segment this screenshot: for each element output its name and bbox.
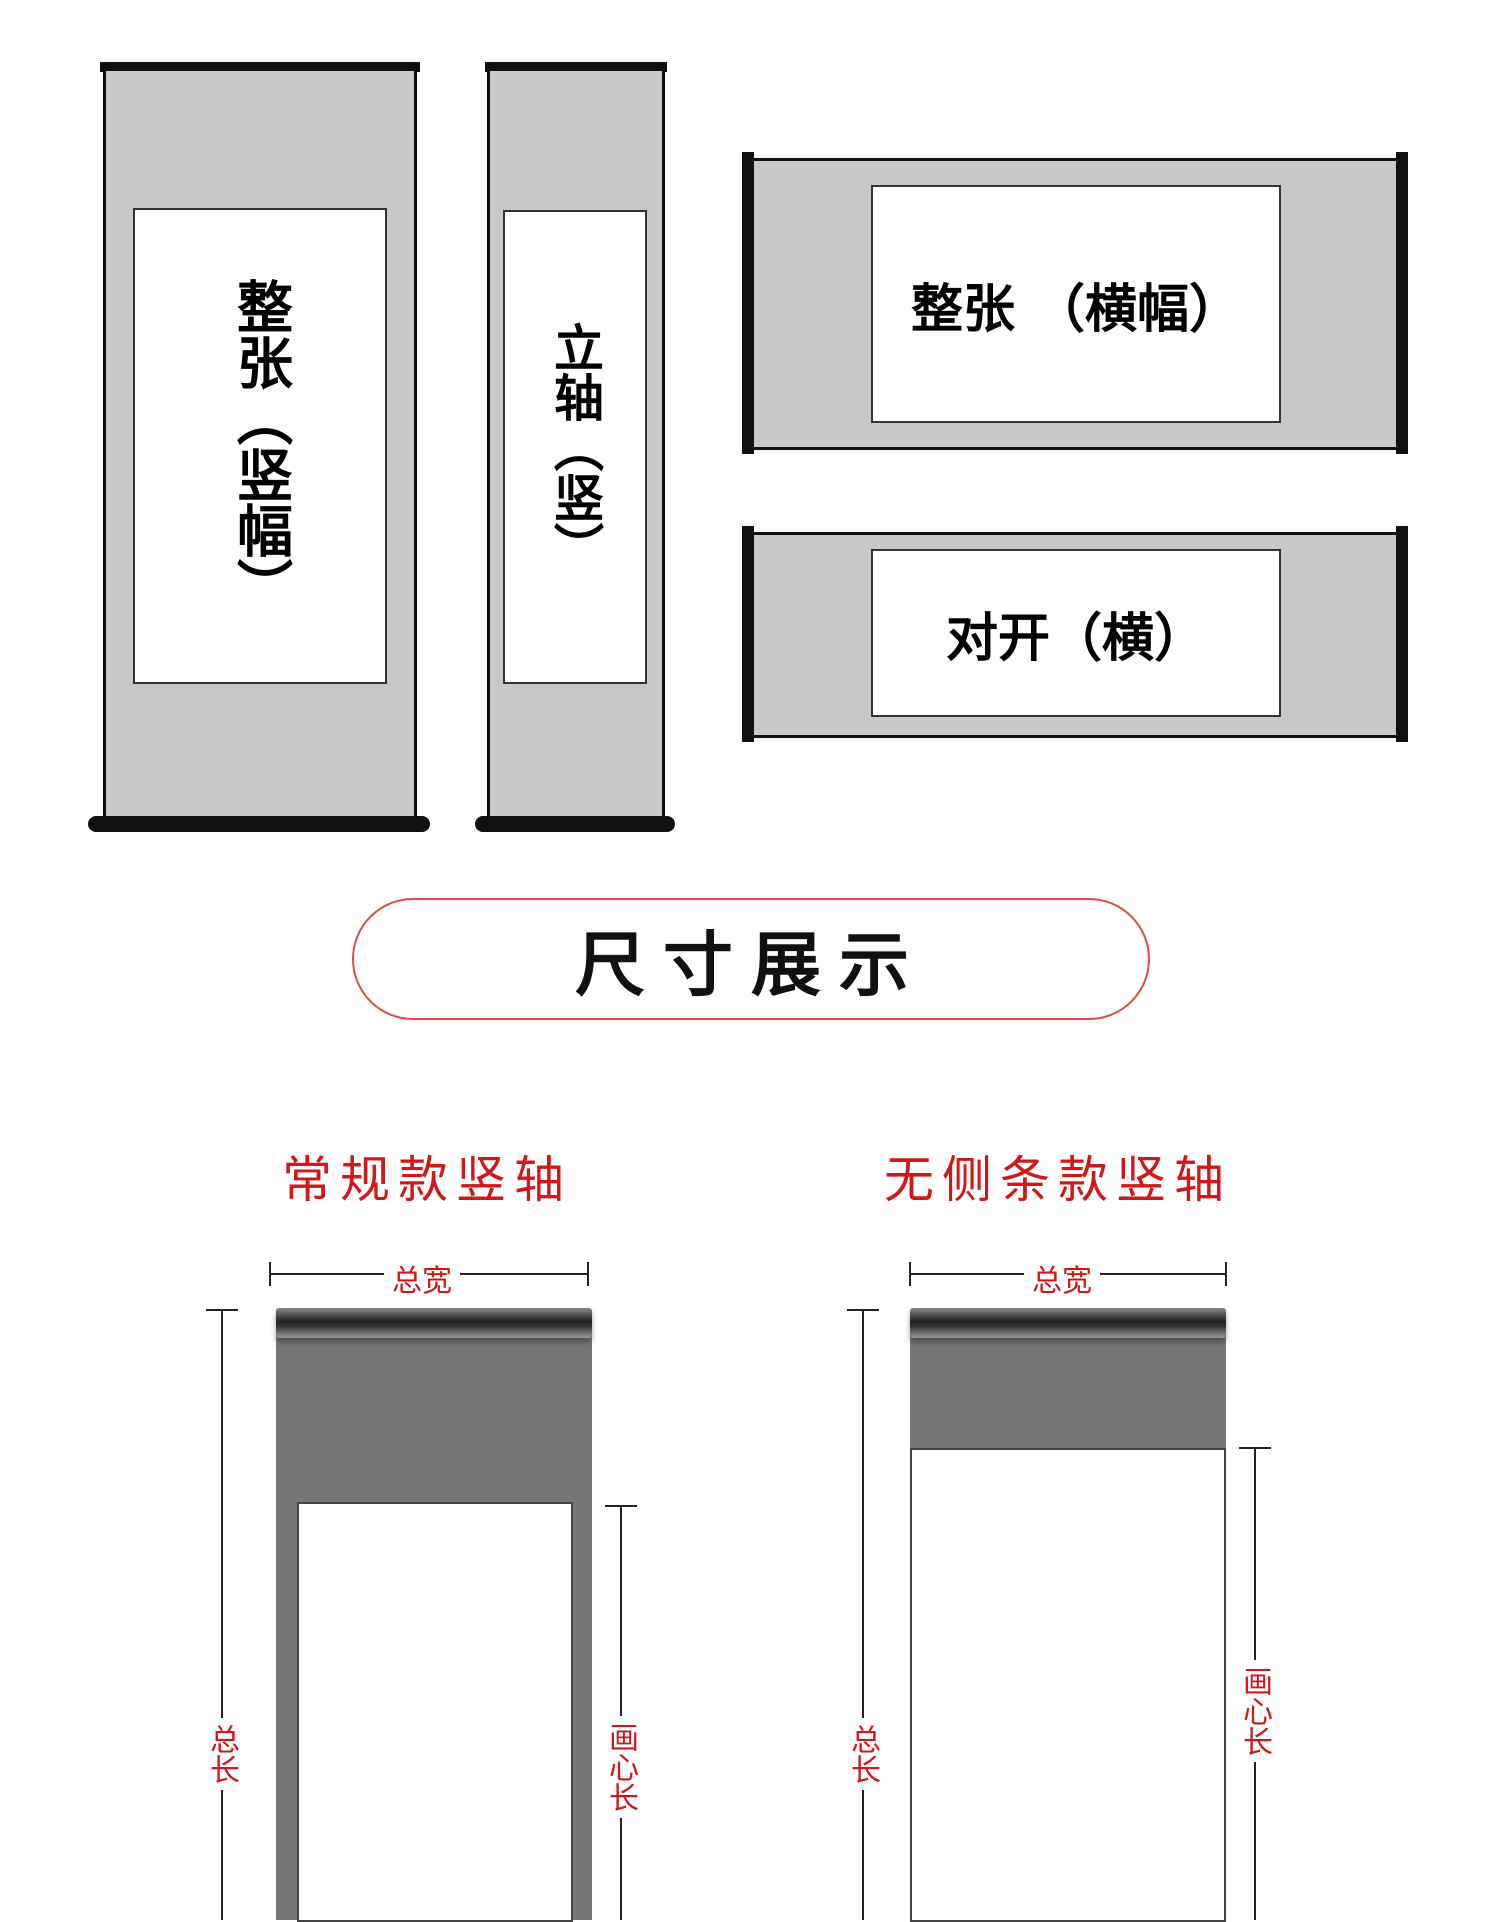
diagram-heading: 无侧条款竖轴 [884, 1151, 1232, 1209]
total-length-label: 总长 [204, 1718, 239, 1790]
scroll-right-rod [1396, 526, 1408, 742]
painting-core [910, 1448, 1226, 1922]
scroll-right-rod [1396, 152, 1408, 454]
total-length-label: 总长 [845, 1718, 880, 1790]
section-title-text: 尺寸展示 [575, 922, 927, 1006]
scroll-panel: 整张（竖幅） [133, 208, 387, 684]
total-width-label: 总宽 [384, 1256, 460, 1300]
width-tick-right [587, 1262, 589, 1286]
painting-core [297, 1502, 573, 1922]
core-length-label: 画心长 [603, 1716, 638, 1818]
scroll-label: 整张（竖幅） [227, 278, 293, 614]
top-rod [276, 1308, 592, 1338]
scroll-label: 整张 （横幅） [910, 279, 1242, 340]
scroll-bottom-rod [88, 816, 430, 832]
length-tick-top [206, 1309, 238, 1311]
scroll-panel: 立轴（竖） [503, 210, 647, 684]
width-tick-left [909, 1262, 911, 1286]
length-tick-top [847, 1309, 879, 1311]
length-dimension-line [221, 1310, 223, 1920]
core-length-tick-top [1239, 1447, 1271, 1449]
scroll-label: 对开（横） [945, 608, 1206, 669]
scroll-panel: 整张 （横幅） [871, 185, 1281, 423]
length-dimension-line [862, 1310, 864, 1920]
core-length-label: 画心长 [1237, 1660, 1272, 1762]
core-length-line [620, 1506, 622, 1920]
scroll-label: 立轴（竖） [546, 322, 604, 572]
core-length-tick-top [605, 1505, 637, 1507]
width-tick-right [1225, 1262, 1227, 1286]
section-title: 尺寸展示 [352, 898, 1150, 1020]
scroll-left-rod [742, 526, 754, 742]
mount-top-band [910, 1318, 1226, 1452]
top-rod [910, 1308, 1226, 1338]
scroll-bottom-rod [475, 816, 675, 832]
scroll-top-rod [100, 62, 420, 72]
width-tick-left [269, 1262, 271, 1286]
scroll-top-rod [485, 62, 667, 72]
scroll-panel: 对开（横） [871, 549, 1281, 717]
total-width-label: 总宽 [1024, 1256, 1100, 1300]
diagram-heading: 常规款竖轴 [282, 1151, 572, 1209]
scroll-left-rod [742, 152, 754, 454]
